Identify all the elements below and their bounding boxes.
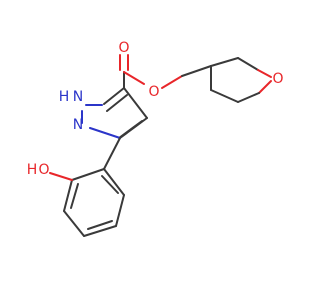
pyrazole-nh-label: N — [73, 89, 83, 105]
ring-oxygen-label: O — [272, 71, 283, 87]
bond-c5-c4-inner — [106, 94, 128, 112]
bond-ar-c6-c1-inner — [101, 175, 119, 194]
bond-thp-o-c4 — [258, 80, 272, 94]
bond-thp-c5-c6 — [210, 89, 239, 103]
bond-thp-c3-o — [257, 69, 272, 78]
bond-c3-c2-inner — [118, 120, 143, 139]
bond-ar-c3-c4 — [63, 210, 85, 237]
bond-c4-c3 — [123, 87, 148, 119]
bond-group — [49, 54, 272, 237]
pyrazole-n-label: N — [73, 117, 83, 133]
bond-thp-c1-c2 — [210, 57, 239, 67]
bond-ar-c6-c1 — [103, 168, 125, 196]
hydroxyl-oxygen-label: O — [38, 162, 49, 178]
bond-c2-n2 — [89, 127, 121, 139]
bond-c2-aryl — [103, 137, 121, 170]
bond-carbonyl-ester-o — [123, 71, 145, 85]
bond-ar-c5-c6 — [115, 194, 125, 227]
bond-thp-c4-c5 — [237, 92, 260, 103]
bond-ar-c4-c5 — [83, 225, 117, 237]
molecule-structure: O O O H N N H O — [27, 40, 284, 237]
atom-label-group: O O O H N N H O — [27, 40, 284, 178]
ester-oxygen-label: O — [148, 84, 159, 100]
bond-ch2-c1 — [181, 65, 212, 77]
pyrazole-h-label: H — [59, 89, 70, 105]
bond-ester-o-ch2 — [161, 75, 183, 89]
bond-thp-c2-c3 — [237, 57, 259, 71]
bond-c5-c4 — [103, 87, 125, 105]
bond-ar-c2-c3-inner — [70, 183, 79, 209]
bond-ar-c2-c3 — [63, 179, 73, 212]
bond-ar-c1-c2 — [71, 168, 105, 181]
carbonyl-oxygen-label: O — [118, 40, 129, 56]
bond-ar-c4-c5-inner — [87, 220, 113, 230]
bond-aryl-oh — [49, 172, 73, 181]
hydroxyl-h-label: H — [27, 162, 38, 178]
